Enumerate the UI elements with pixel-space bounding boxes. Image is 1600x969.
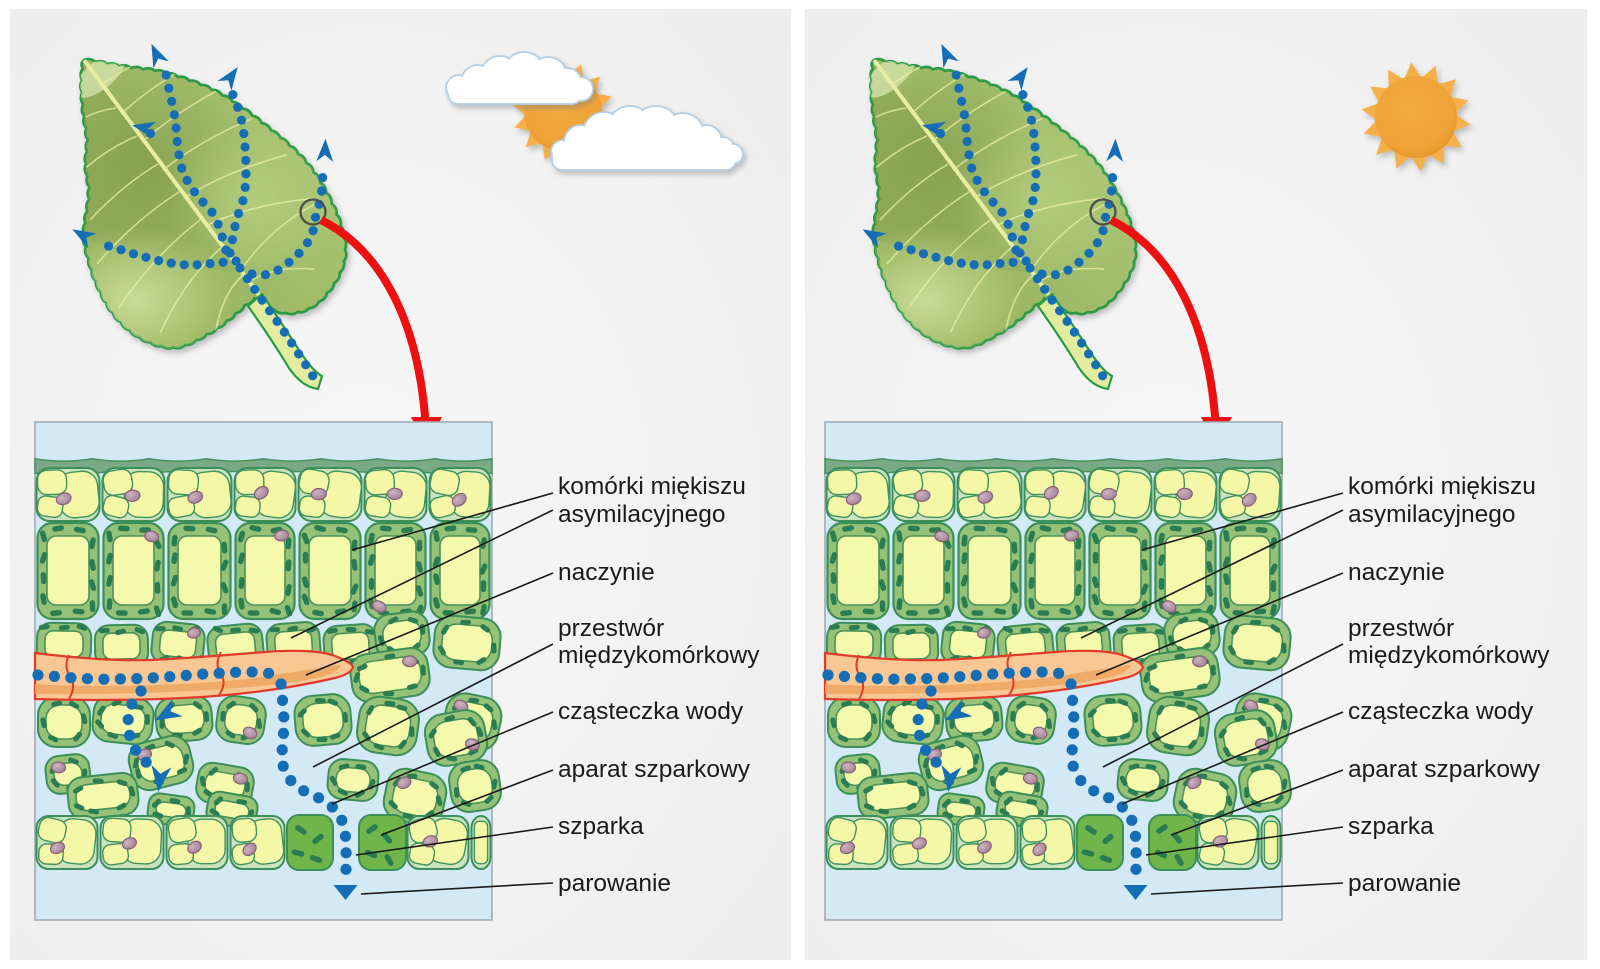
svg-text:szparka: szparka [558,813,644,840]
svg-text:przestwór: przestwór [558,615,664,642]
svg-text:naczynie: naczynie [558,559,655,586]
svg-text:cząsteczka wody: cząsteczka wody [558,698,744,725]
svg-text:komórki miękiszu: komórki miękiszu [558,473,746,500]
svg-text:międzykomórkowy: międzykomórkowy [558,642,760,669]
svg-text:asymilacyjnego: asymilacyjnego [558,501,726,528]
svg-text:parowanie: parowanie [558,870,671,897]
svg-text:aparat szparkowy: aparat szparkowy [558,756,751,783]
